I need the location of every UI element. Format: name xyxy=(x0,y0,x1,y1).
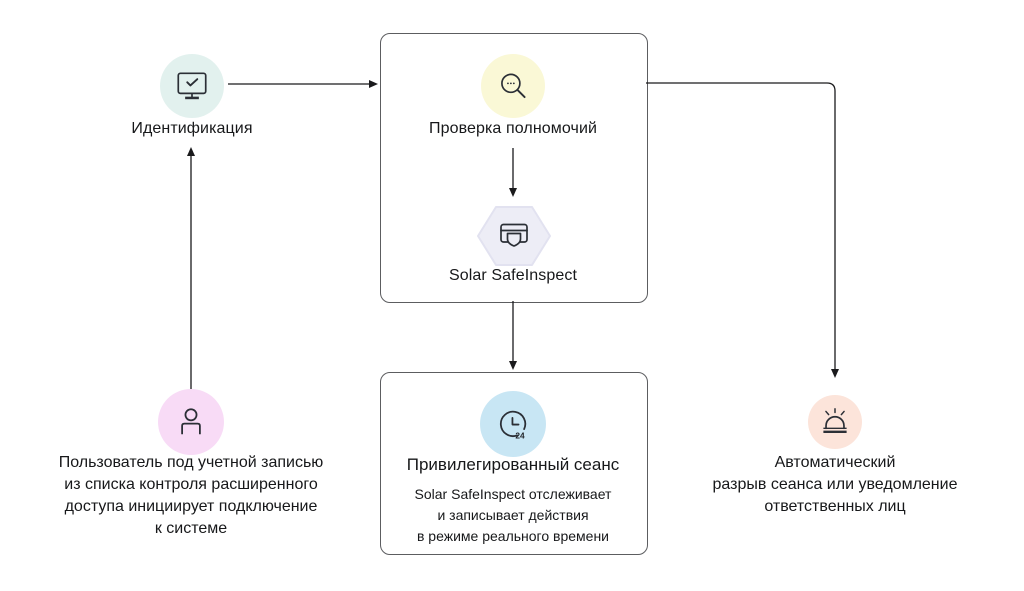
person-icon xyxy=(181,408,201,435)
search-icon xyxy=(501,73,526,99)
clock-badge-24: 24 xyxy=(515,430,525,440)
monitor-check-icon xyxy=(177,72,207,100)
alert-text-line: ответственных лиц xyxy=(764,498,906,515)
privileged-session-title: Привилегированный сеанс xyxy=(406,455,620,474)
authority-check-node xyxy=(481,54,545,118)
session-desc-line: и записывает действия xyxy=(437,507,589,523)
safeinspect-node xyxy=(477,204,551,273)
session-desc-line: Solar SafeInspect отслеживает xyxy=(414,486,612,502)
user-node xyxy=(158,389,224,455)
identification-label: Идентификация xyxy=(131,120,253,137)
clock-24-icon: 24 xyxy=(499,410,527,440)
alert-node xyxy=(808,395,862,449)
safeinspect-label: Solar SafeInspect xyxy=(449,267,577,284)
alert-text-line: разрыв сеанса или уведомление xyxy=(712,476,958,493)
privileged-session-node: 24 xyxy=(480,391,546,457)
session-desc-line: в режиме реального времени xyxy=(416,528,609,544)
user-text: Пользователь под учетной записью из спис… xyxy=(26,452,356,540)
arrow-panel-to-alert xyxy=(646,82,839,378)
arrow-identification-to-check xyxy=(228,80,378,88)
user-text-line: Пользователь под учетной записью xyxy=(58,454,324,471)
authority-check-label: Проверка полномочий xyxy=(428,120,598,137)
identification-node xyxy=(160,54,224,118)
privileged-session-description: Solar SafeInspect отслеживает и записыва… xyxy=(388,484,638,547)
user-text-line: из списка контроля расширенного xyxy=(64,476,318,493)
user-text-line: доступа инициирует подключение xyxy=(64,498,318,515)
alert-text: Автоматический разрыв сеанса или уведомл… xyxy=(705,452,965,518)
safe-shield-icon xyxy=(477,206,551,266)
user-text-line: к системе xyxy=(154,520,228,537)
siren-icon xyxy=(823,408,847,433)
alert-text-line: Автоматический xyxy=(774,454,896,471)
arrow-user-to-identification xyxy=(187,147,195,389)
arrow-panel-to-session xyxy=(509,301,517,370)
